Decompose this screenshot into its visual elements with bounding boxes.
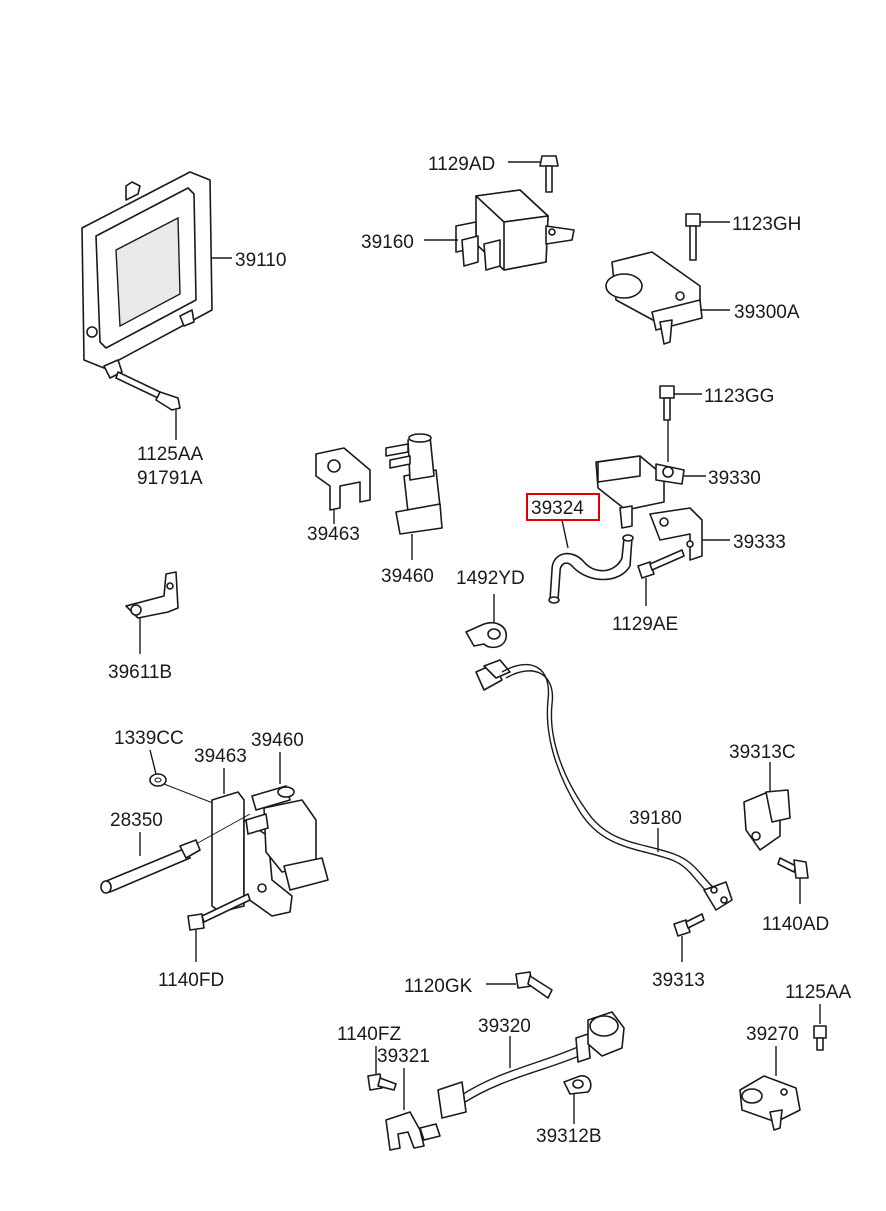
bracket-39321[interactable] xyxy=(385,1111,441,1151)
label-91791A: 91791A xyxy=(137,468,203,489)
solenoid-valve-39460-lower[interactable] xyxy=(245,785,329,891)
rod-28350[interactable] xyxy=(100,813,251,894)
bracket-39611B[interactable] xyxy=(125,571,179,619)
bolt-1120GK[interactable] xyxy=(515,971,553,999)
bolt-1129AD[interactable] xyxy=(539,155,559,193)
label-1140FZ: 1140FZ xyxy=(337,1024,401,1045)
label-39324[interactable]: 39324 xyxy=(531,498,584,519)
label-39160: 39160 xyxy=(361,232,414,253)
bracket-39333[interactable] xyxy=(649,507,703,561)
label-1120GK: 1120GK xyxy=(404,976,473,997)
bolt-1125AA[interactable] xyxy=(115,371,181,411)
label-1129AD: 1129AD xyxy=(428,154,495,175)
label-1125AA-lower: 1125AA xyxy=(785,982,852,1003)
label-1123GG: 1123GG xyxy=(704,386,774,407)
map-sensor-39330[interactable] xyxy=(595,455,685,529)
label-39463-lower: 39463 xyxy=(194,746,247,767)
solenoid-valve-39460[interactable] xyxy=(385,433,443,535)
label-1125AA: 1125AA xyxy=(137,444,204,465)
label-39611B: 39611B xyxy=(108,662,172,683)
bolt-1123GH[interactable] xyxy=(685,213,701,261)
bolt-1123GG[interactable] xyxy=(659,385,675,421)
label-39463-upper: 39463 xyxy=(307,524,360,545)
label-39460-lower: 39460 xyxy=(251,730,304,751)
label-28350: 28350 xyxy=(110,810,163,831)
bolt-1140FD[interactable] xyxy=(187,893,251,931)
clip-1492YD[interactable] xyxy=(465,622,507,649)
label-39110: 39110 xyxy=(235,250,286,271)
sensor-39300A[interactable] xyxy=(605,251,703,345)
label-1492YD: 1492YD xyxy=(456,568,525,589)
label-39333: 39333 xyxy=(733,532,786,553)
label-39180: 39180 xyxy=(629,808,682,829)
label-39460-upper: 39460 xyxy=(381,566,434,587)
label-39313: 39313 xyxy=(652,970,705,991)
sensor-39313C[interactable] xyxy=(743,789,791,851)
label-1339CC: 1339CC xyxy=(114,728,184,749)
label-39270: 39270 xyxy=(746,1024,799,1045)
bolt-1129AE[interactable] xyxy=(637,549,685,579)
vacuum-hose-39324[interactable] xyxy=(548,534,634,604)
bracket-39463[interactable] xyxy=(315,447,371,511)
label-1140FD: 1140FD xyxy=(158,970,224,991)
label-39300A: 39300A xyxy=(734,302,800,323)
label-39320: 39320 xyxy=(478,1016,531,1037)
highlight-box-39324 xyxy=(526,493,600,521)
bolt-1140FZ[interactable] xyxy=(367,1073,397,1091)
bolt-1125AA-lower[interactable] xyxy=(813,1025,827,1051)
sensor-harness-39180[interactable] xyxy=(475,659,733,911)
label-1129AE: 1129AE xyxy=(612,614,678,635)
label-1140AD: 1140AD xyxy=(762,914,829,935)
relay-39160[interactable] xyxy=(455,189,575,271)
bolt-1140AD[interactable] xyxy=(777,857,809,879)
label-1123GH: 1123GH xyxy=(732,214,801,235)
label-39312B: 39312B xyxy=(536,1126,602,1147)
washer-1339CC[interactable] xyxy=(149,773,167,787)
sensor-39270[interactable] xyxy=(739,1075,801,1131)
clip-39312B[interactable] xyxy=(563,1075,592,1095)
bolt-39313[interactable] xyxy=(673,913,705,937)
knock-sensor-39320[interactable] xyxy=(437,1011,625,1119)
label-39330: 39330 xyxy=(708,468,761,489)
label-39313C: 39313C xyxy=(729,742,796,763)
ecu-module-39110[interactable] xyxy=(81,171,213,379)
label-39321: 39321 xyxy=(377,1046,430,1067)
